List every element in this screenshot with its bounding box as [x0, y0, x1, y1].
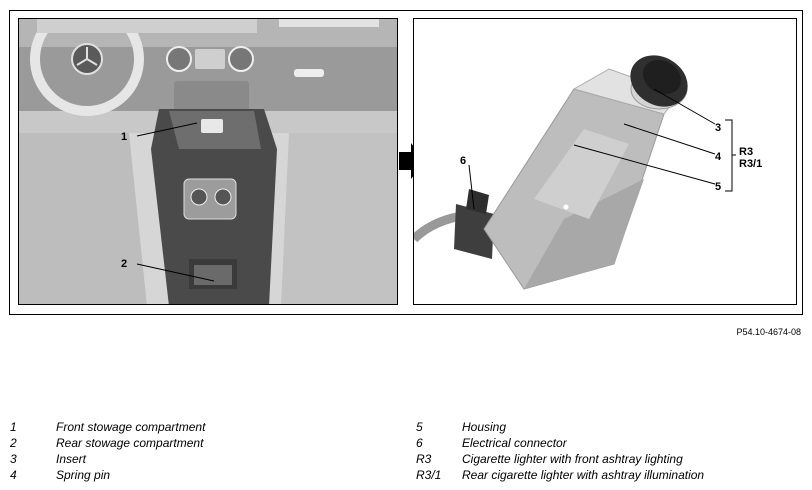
- legend-key: 4: [10, 468, 17, 482]
- legend-text: Electrical connector: [462, 436, 567, 450]
- legend-item: 1 Front stowage compartment: [10, 419, 205, 435]
- cigarette-lighter-drawing: [414, 19, 796, 304]
- arrow-right-icon: [399, 143, 425, 179]
- callout-6: 6: [460, 155, 467, 167]
- lighter-detail-illustration: 3 4 5 6 R3 R3/1: [413, 18, 797, 305]
- center-console-drawing: [19, 19, 397, 304]
- legend-text: Front stowage compartment: [56, 420, 206, 434]
- legend-item: 2 Rear stowage compartment: [10, 435, 205, 451]
- legend-item: 6 Electrical connector: [416, 435, 704, 451]
- legend-key: 3: [10, 452, 17, 466]
- legend-text: Cigarette lighter with front ashtray lig…: [462, 452, 683, 466]
- callout-3: 3: [715, 122, 722, 134]
- callout-r3-1: R3/1: [739, 158, 763, 170]
- legend-text: Housing: [462, 420, 507, 434]
- legend-key: 1: [10, 420, 17, 434]
- legend-item: 4 Spring pin: [10, 467, 205, 483]
- interior-illustration: 1 2: [18, 18, 398, 305]
- legend-item: R3/1 Rear cigarette lighter with ashtray …: [416, 467, 704, 483]
- legend-item: R3 Cigarette lighter with front ashtray l…: [416, 451, 704, 467]
- legend-item: 3 Insert: [10, 451, 205, 467]
- callout-4: 4: [715, 151, 722, 163]
- legend-key: 2: [10, 436, 17, 450]
- legend-item: 5 Housing: [416, 419, 704, 435]
- legend-right: 5 Housing 6 Electrical connector R3 Cigaret…: [416, 419, 704, 483]
- legend-key: 6: [416, 436, 423, 450]
- legend-key: R3: [416, 452, 432, 466]
- legend-key: 5: [416, 420, 423, 434]
- callout-2: 2: [121, 258, 128, 270]
- callout-1: 1: [121, 131, 128, 143]
- legend-text: Spring pin: [56, 468, 111, 482]
- figure-id: P54.10-4674-08: [736, 327, 801, 337]
- callout-5: 5: [715, 181, 722, 193]
- legend-text: Rear cigarette lighter with ashtray illu…: [462, 468, 705, 482]
- legend-text: Rear stowage compartment: [56, 436, 204, 450]
- legend-left: 1 Front stowage compartment 2 Rear stowage…: [10, 419, 205, 483]
- legend-key: R3/1: [416, 468, 442, 482]
- callout-r3: R3: [739, 146, 754, 158]
- legend-text: Insert: [56, 452, 87, 466]
